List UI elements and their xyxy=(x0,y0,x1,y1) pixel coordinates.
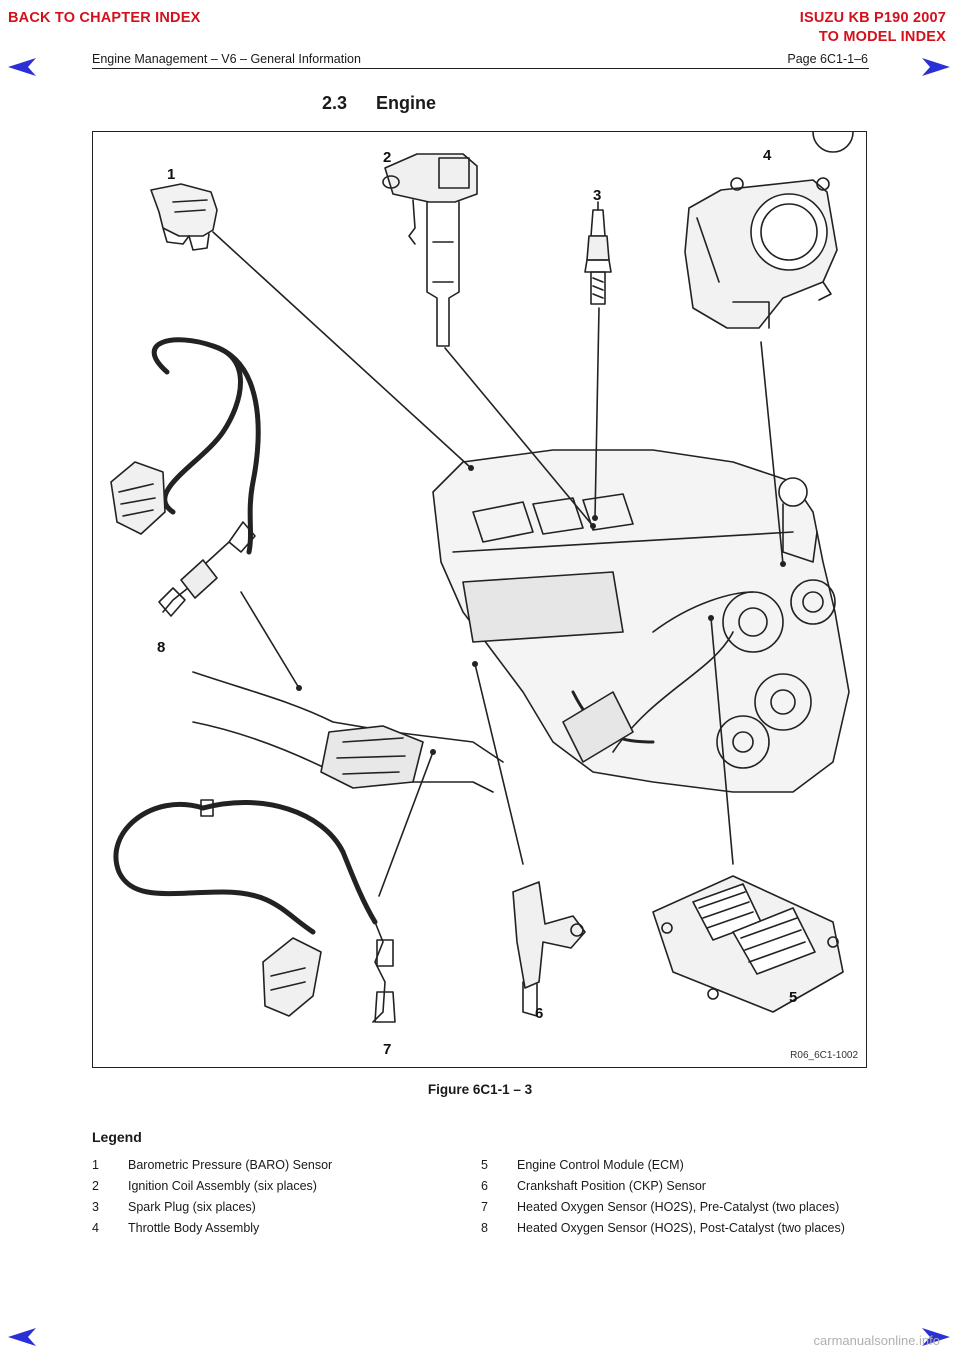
doc-title: Engine Management – V6 – General Informa… xyxy=(92,52,361,66)
page-ref: Page 6C1-1–6 xyxy=(787,52,868,66)
nav-next-arrow-icon[interactable] xyxy=(922,1328,950,1346)
legend-number: 4 xyxy=(92,1221,99,1235)
back-to-chapter-index-link[interactable]: BACK TO CHAPTER INDEX xyxy=(8,10,201,26)
ecm-drawing xyxy=(652,875,844,1013)
o2-sensor-pre-cat-drawing xyxy=(113,799,396,1023)
callout-7: 7 xyxy=(383,1041,391,1058)
ignition-coil-drawing xyxy=(382,153,478,347)
callout-5: 5 xyxy=(789,989,797,1006)
legend-number: 5 xyxy=(481,1158,488,1172)
baro-sensor-drawing xyxy=(150,183,218,251)
figure-code: R06_6C1-1002 xyxy=(790,1050,858,1061)
spark-plug-drawing xyxy=(584,201,612,305)
exhaust-catalyst-drawing xyxy=(192,671,504,793)
callout-6: 6 xyxy=(535,1005,543,1022)
callout-8: 8 xyxy=(157,639,165,656)
legend-number: 2 xyxy=(92,1179,99,1193)
legend-number: 3 xyxy=(92,1200,99,1214)
engine-block-drawing xyxy=(432,132,854,793)
legend-number: 6 xyxy=(481,1179,488,1193)
header-rule xyxy=(92,68,869,69)
section-number: 2.3 xyxy=(322,93,348,113)
throttle-body-drawing xyxy=(684,177,838,329)
leader-lines xyxy=(212,231,784,897)
legend-text: Heated Oxygen Sensor (HO2S), Pre-Catalys… xyxy=(517,1200,840,1214)
legend-text: Ignition Coil Assembly (six places) xyxy=(128,1179,317,1193)
section-heading: 2.3 Engine xyxy=(322,93,436,114)
legend-number: 1 xyxy=(92,1158,99,1172)
legend-number: 8 xyxy=(481,1221,488,1235)
callout-3: 3 xyxy=(593,187,601,204)
ckp-sensor-drawing xyxy=(512,881,586,1017)
legend-title: Legend xyxy=(92,1129,142,1145)
engine-illustration: 1 2 3 4 5 6 7 8 xyxy=(110,132,854,1058)
legend-text: Barometric Pressure (BARO) Sensor xyxy=(128,1158,333,1172)
section-title: Engine xyxy=(376,93,437,113)
legend-text: Throttle Body Assembly xyxy=(128,1221,260,1235)
callout-4: 4 xyxy=(763,147,772,164)
legend-number: 7 xyxy=(481,1200,488,1214)
to-model-index-link[interactable]: TO MODEL INDEX xyxy=(818,29,946,45)
legend-text: Heated Oxygen Sensor (HO2S), Post-Cataly… xyxy=(517,1221,845,1235)
legend-text: Engine Control Module (ECM) xyxy=(517,1158,684,1172)
model-title-link[interactable]: ISUZU KB P190 2007 xyxy=(799,10,946,26)
callout-1: 1 xyxy=(167,166,175,183)
callout-2: 2 xyxy=(383,149,391,166)
engine-figure: 1 2 3 4 5 6 7 8 R06_6C1-1002 xyxy=(92,131,867,1068)
watermark: carmanualsonline.info xyxy=(813,1333,940,1348)
legend-text: Spark Plug (six places) xyxy=(128,1200,256,1214)
nav-prev-arrow-icon[interactable] xyxy=(8,58,36,76)
o2-sensor-post-cat-drawing xyxy=(110,337,261,617)
figure-caption: Figure 6C1-1 – 3 xyxy=(427,1082,533,1097)
nav-next-arrow-icon[interactable] xyxy=(922,58,950,76)
legend-text: Crankshaft Position (CKP) Sensor xyxy=(517,1179,706,1193)
nav-prev-arrow-icon[interactable] xyxy=(8,1328,36,1346)
